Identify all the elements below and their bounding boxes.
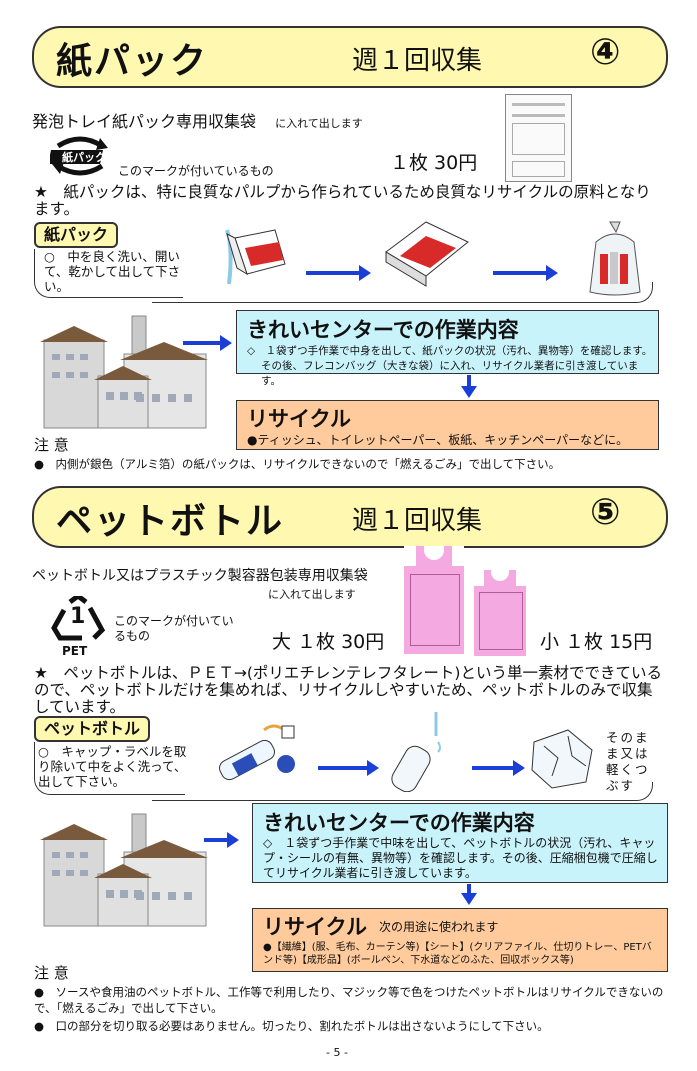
remove-cap-label-image [214, 722, 298, 788]
step-tag: 紙パック [34, 222, 119, 248]
small-bag-price: 小 １枚 15円 [540, 631, 653, 653]
mark-description: このマークが付いているもの [114, 614, 234, 643]
section-title: ペットボトル [56, 501, 285, 542]
recycle-box: リサイクル 次の用途に使われます ●【繊維】(服、毛布、カーテン等)【シート】(… [252, 908, 668, 972]
washing-bottle-image [378, 712, 454, 793]
caution-title: 注 意 [34, 964, 69, 982]
flow-arrow-to-center [204, 832, 239, 848]
recycle-title: リサイクル [263, 915, 367, 939]
crush-note: そのまま又は軽くつぶす [606, 730, 650, 793]
flow-arrow-down-1 [461, 375, 477, 398]
section-number: ⑤ [590, 492, 621, 533]
flow-arrow-1 [306, 265, 371, 281]
bag-instruction: ペットボトル又はプラスチック製容器包装専用収集袋 [32, 568, 368, 584]
flow-arrow-2 [493, 265, 558, 281]
center-work-box: きれいセンターでの作業内容 ◇ １袋ずつ手作業で中身を出して、紙パックの状況（汚… [236, 310, 659, 387]
mark-description: このマークが付いているもの [118, 164, 274, 178]
recycle-uses: ●ティッシュ、トイレットペーパー、板紙、キッチンペーパーなどに。 [247, 433, 629, 447]
bagged-cartons-image [586, 218, 644, 298]
large-bag-image [404, 546, 464, 654]
recycle-box: リサイクル ●ティッシュ、トイレットペーパー、板紙、キッチンペーパーなどに。 [236, 400, 659, 450]
section-title: 紙パック [56, 41, 209, 82]
section-banner-pet-bottle: ペットボトル 週１回収集 ⑤ [32, 486, 668, 548]
flow-arrow-down-2 [461, 884, 477, 905]
center-work-line1: ◇ １袋ずつ手作業で中身を出して、紙パックの状況（汚れ、異物等）を確認します。 [247, 345, 653, 357]
recycling-center-building-image [40, 812, 210, 928]
recycle-uses: ●【繊維】(服、毛布、カーテン等)【シート】(クリアファイル、仕切りトレー、PE… [263, 942, 652, 966]
bag-instruction-suffix: に入れて出します [268, 588, 356, 601]
step-tag: ペットボトル [34, 716, 151, 742]
page-number: - 5 - [326, 1046, 348, 1059]
recycle-subtitle: 次の用途に使われます [379, 920, 499, 934]
washing-instruction: ○ 中を良く洗い、開いて、乾かして出して下さい。 [44, 249, 181, 294]
caution-title: 注 意 [34, 436, 69, 454]
pet-recycling-mark-icon: 1 PET [50, 592, 106, 660]
center-work-box: きれいセンターでの作業内容 ◇ １袋ずつ手作業で中味を出して、ペットボトルの状況… [252, 803, 668, 883]
section-number: ④ [590, 32, 621, 73]
center-work-title: きれいセンターでの作業内容 [247, 318, 519, 342]
small-bag-image [474, 570, 526, 656]
caution-item-2: ● 口の部分を切り取る必要はありません。切ったり、割れたボトルは出さないようにし… [34, 1019, 549, 1033]
center-work-title: きれいセンターでの作業内容 [263, 811, 535, 835]
crushed-bottle-image [528, 726, 596, 792]
flow-arrow-1 [318, 760, 379, 776]
collection-frequency: 週１回収集 [352, 46, 483, 76]
collection-frequency: 週１回収集 [352, 506, 483, 536]
cap-label-instruction: ○ キャップ・ラベルを取り除いて中をよく洗って、出して下さい。 [38, 744, 187, 789]
bag-price: １枚 30円 [390, 152, 478, 174]
pouring-carton-image [215, 228, 290, 290]
flow-arrow-2 [472, 760, 525, 776]
center-work-text: ◇ １袋ずつ手作業で中味を出して、ペットボトルの状況（汚れ、キャップ・シールの有… [263, 836, 658, 880]
bracket-left [34, 742, 185, 795]
caution-item-1: ● ソースや食用油のペットボトル、工作等で利用したり、マジック等で色をつけたペッ… [34, 985, 664, 1015]
bag-instruction: 発泡トレイ紙パック専用収集袋 に入れて出します [32, 112, 363, 131]
flow-arrow-to-center [183, 335, 232, 351]
section-banner-paper-pack: 紙パック 週１回収集 ④ [32, 26, 668, 88]
pet-bottle-note: ★ ペットボトルは、ＰＥＴ→(ポリエチレンテレフタレート)という単一素材でできて… [34, 664, 662, 716]
opened-carton-image [380, 216, 472, 288]
recycling-center-building-image [40, 314, 210, 430]
large-bag-price: 大 １枚 30円 [272, 631, 385, 653]
bracket-left [34, 249, 183, 298]
paper-pack-note: ★ 紙パックは、特に良質なパルプから作られているため良質なリサイクルの原料となり… [34, 183, 651, 218]
collection-bag-image [505, 94, 572, 182]
center-work-line2: その後、フレコンバッグ（大きな袋）に入れ、リサイクル業者に引き渡しています。 [261, 360, 639, 387]
caution-item: ● 内側が銀色（アルミ箔）の紙パックは、リサイクルできないので「燃えるごみ」で出… [34, 457, 561, 471]
recycle-title: リサイクル [247, 407, 351, 431]
paper-pack-mark-icon: 紙パック [48, 136, 110, 176]
